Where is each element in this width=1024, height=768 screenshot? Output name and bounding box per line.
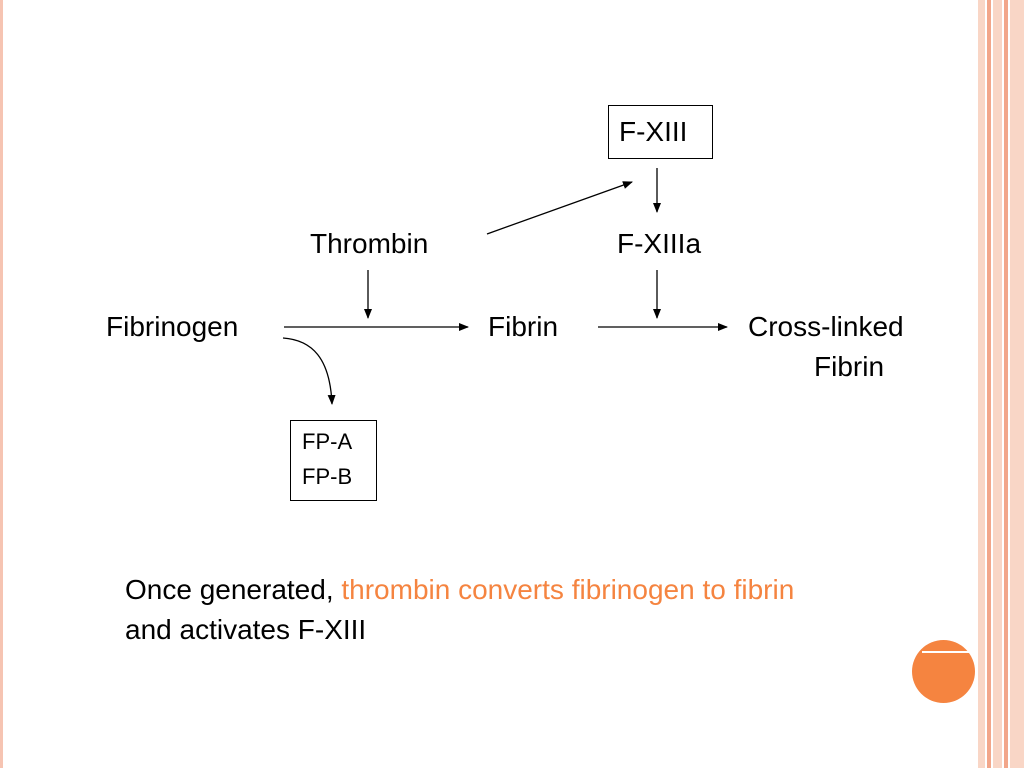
cross-linked-fibrin-label: Fibrin bbox=[814, 351, 885, 382]
right-frame-stripe bbox=[1010, 0, 1024, 768]
f-xiiia-label: F-XIIIa bbox=[617, 228, 702, 259]
cross-linked-label: Cross-linked bbox=[748, 311, 904, 342]
arrow-fibrinogen-to-fp bbox=[282, 337, 336, 405]
fp-b-label: FP-B bbox=[302, 464, 353, 489]
left-frame-border bbox=[0, 0, 3, 768]
f-xiii-box: F-XIII bbox=[608, 105, 713, 159]
fibrin-label: Fibrin bbox=[488, 311, 559, 342]
right-frame-stripe bbox=[993, 0, 1002, 768]
caption-text: Once generated, thrombin converts fibrin… bbox=[125, 570, 965, 650]
right-frame-stripe bbox=[1004, 0, 1008, 768]
decorative-circle-line bbox=[922, 651, 972, 653]
arrow-thrombin-to-fxiii bbox=[486, 181, 633, 235]
f-xiii-label: F-XIII bbox=[619, 116, 688, 147]
fp-a-label: FP-A bbox=[302, 429, 353, 454]
caption-highlight: thrombin converts fibrinogen to fibrin bbox=[341, 574, 795, 605]
thrombin-label: Thrombin bbox=[310, 228, 429, 259]
caption-part2: and activates F-XIII bbox=[125, 614, 367, 645]
fibrinopeptides-box: FP-A FP-B bbox=[290, 420, 377, 501]
right-frame-stripe bbox=[978, 0, 985, 768]
right-frame-stripe bbox=[987, 0, 991, 768]
fibrinogen-label: Fibrinogen bbox=[106, 311, 239, 342]
caption-part1: Once generated, bbox=[125, 574, 342, 605]
decorative-orange-circle bbox=[912, 640, 975, 703]
